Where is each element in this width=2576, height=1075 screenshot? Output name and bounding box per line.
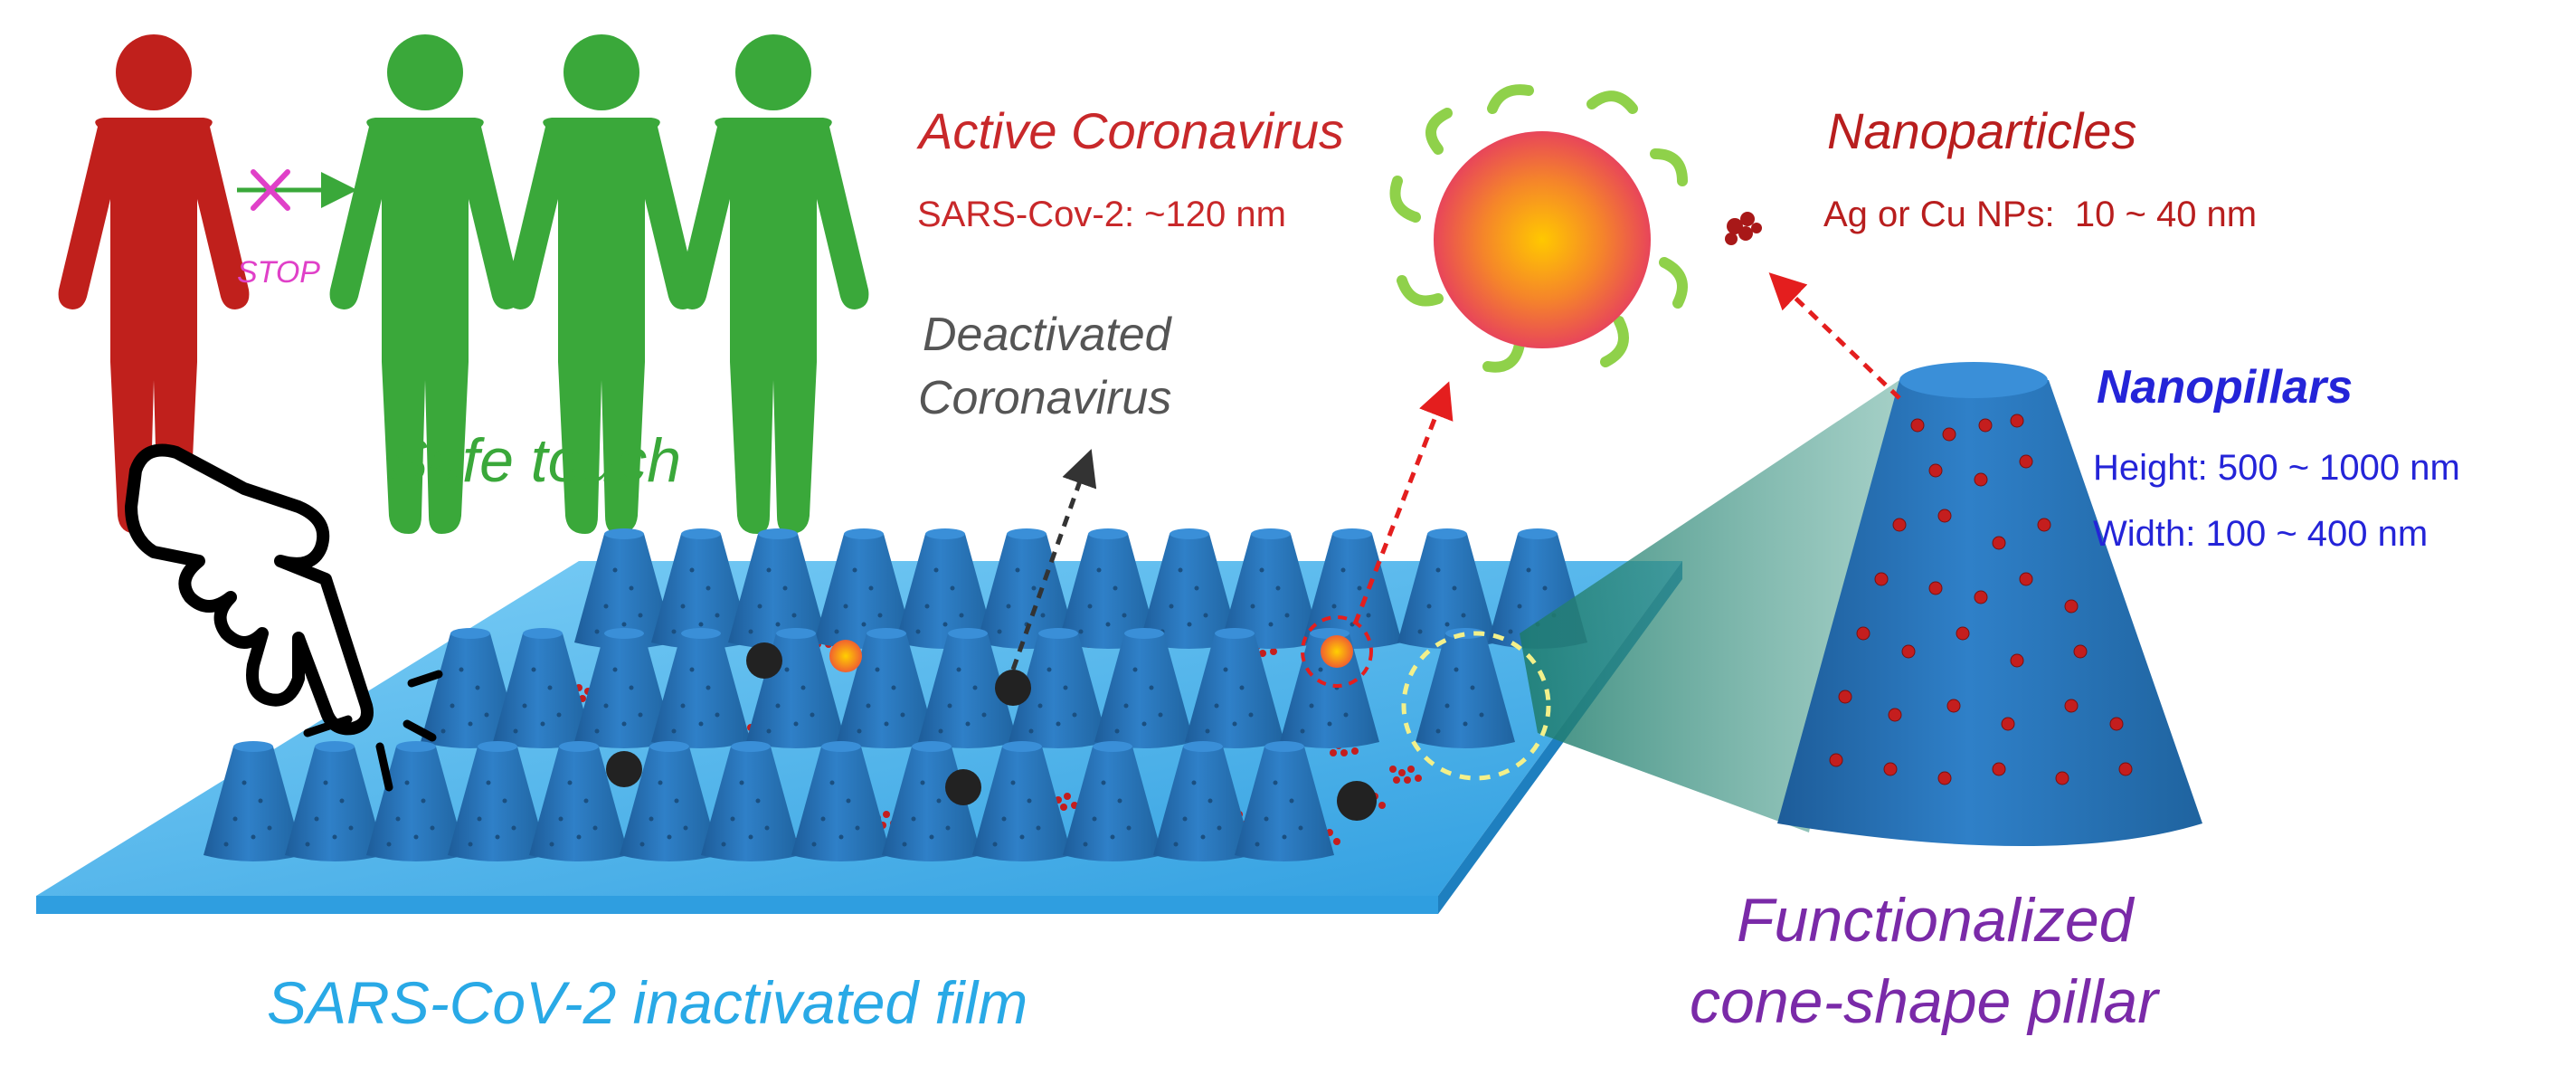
nanoparticles-title: Nanoparticles bbox=[1827, 102, 2137, 159]
arrow-to-coronavirus bbox=[1352, 381, 1454, 625]
stop-label: STOP bbox=[237, 255, 320, 290]
arrow-to-deactivated bbox=[1010, 449, 1097, 671]
arrow-to-nanoparticle bbox=[1768, 272, 1901, 400]
pillar-width-label: Width: 100 ~ 400 nm bbox=[2093, 514, 2429, 554]
zoom-highlight-ring bbox=[1401, 631, 1551, 781]
functionalized-pillar-icon bbox=[1777, 362, 2202, 846]
cone-row-back bbox=[574, 528, 1587, 649]
film-label: SARS-CoV-2 inactivated film bbox=[267, 969, 1028, 1036]
pointing-hand-icon bbox=[125, 443, 374, 736]
stop-cross-icon bbox=[251, 169, 290, 211]
deactivated-label-line1: Deactivated bbox=[923, 309, 1171, 361]
np-size-label: Ag or Cu NPs: 10 ~ 40 nm bbox=[1823, 195, 2258, 234]
zoom-projection bbox=[1520, 380, 1899, 832]
touch-lines bbox=[303, 670, 443, 792]
deactivated-label-line2: Coronavirus bbox=[918, 372, 1172, 424]
nanopillars-title: Nanopillars bbox=[2097, 361, 2353, 414]
active-virus-on-film-icon bbox=[829, 640, 862, 672]
active-coronavirus-title: Active Coronavirus bbox=[919, 102, 1344, 159]
deactivated-virus-icon bbox=[606, 642, 1377, 821]
functionalized-label-line1: Functionalized bbox=[1737, 886, 2134, 955]
safe-touch-label: Safe touch bbox=[387, 426, 682, 495]
virus-highlight-ring bbox=[1301, 615, 1373, 688]
sars-size-label: SARS-Cov-2: ~120 nm bbox=[917, 195, 1286, 234]
functionalized-label-line2: cone-shape pillar bbox=[1690, 967, 2158, 1036]
active-virus-on-film-icon bbox=[1321, 635, 1353, 668]
pillar-height-label: Height: 500 ~ 1000 nm bbox=[2093, 448, 2460, 488]
coronavirus-icon bbox=[1389, 84, 1688, 373]
safe-person-icon bbox=[677, 34, 869, 534]
nanoparticle-icon bbox=[1725, 212, 1762, 245]
